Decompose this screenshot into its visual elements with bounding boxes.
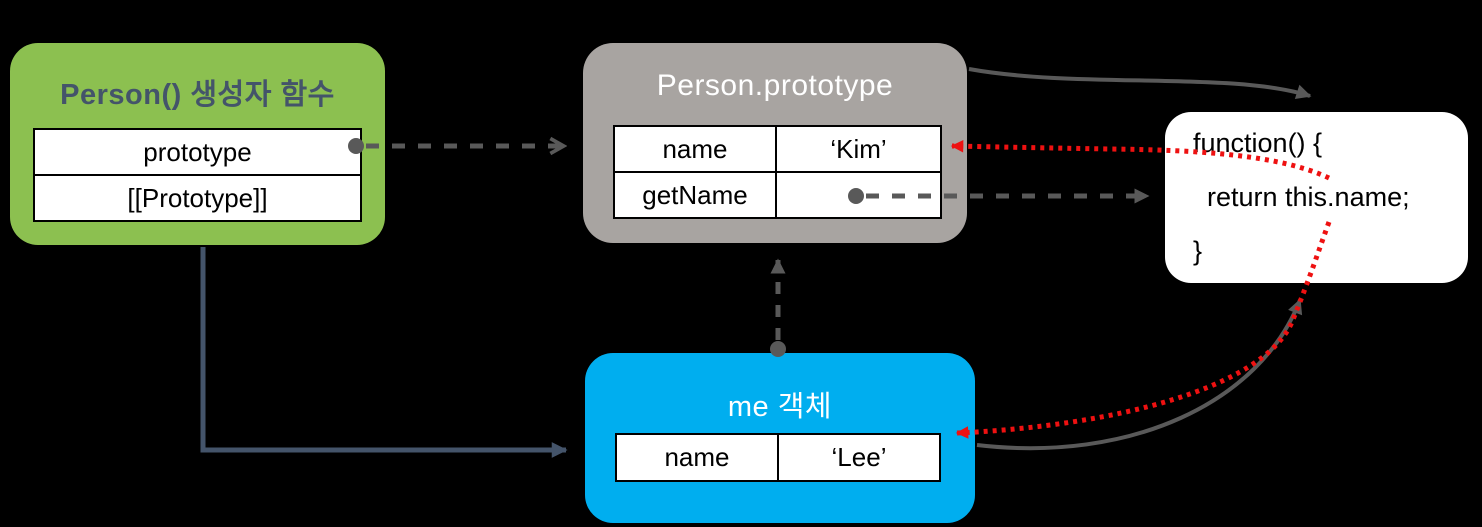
prototype-to-function-curve-arrow xyxy=(968,67,1312,100)
prototype-property-row: prototype xyxy=(35,130,360,174)
name-row: name ‘Kim’ xyxy=(615,127,940,171)
name-value-cell: ‘Kim’ xyxy=(830,134,887,164)
constructor-box-title: Person() 생성자 함수 xyxy=(60,79,335,111)
constructor-box: Person() 생성자 함수 prototype [[Prototype]] xyxy=(10,43,385,245)
function-body-box: function() { return this.name; } xyxy=(1165,112,1468,283)
me-name-key-cell: name xyxy=(617,435,779,480)
getname-row: getName xyxy=(615,171,940,217)
getname-key-cell: getName xyxy=(615,173,777,217)
code-line-function-open: function() { xyxy=(1193,128,1323,158)
constructor-table: prototype [[Prototype]] xyxy=(33,128,362,222)
code-line-return-this-name: return this.name; xyxy=(1207,182,1410,212)
me-object-box: me 객체 name ‘Lee’ xyxy=(585,353,975,523)
constructor-to-me-solid-arrow xyxy=(200,247,568,458)
me-name-row: name ‘Lee’ xyxy=(617,435,939,480)
code-line-close-brace: } xyxy=(1193,236,1203,266)
prototype-box: Person.prototype name ‘Kim’ getName xyxy=(583,43,967,243)
getname-value-cell xyxy=(777,173,940,217)
prototype-table: name ‘Kim’ getName xyxy=(613,125,942,219)
internal-prototype-row: [[Prototype]] xyxy=(35,174,360,220)
me-table: name ‘Lee’ xyxy=(615,433,941,482)
me-name-value-cell: ‘Lee’ xyxy=(831,442,887,472)
name-key-cell: name xyxy=(615,127,777,171)
prototype-box-title: Person.prototype xyxy=(656,69,894,102)
me-to-function-curve-arrow xyxy=(976,298,1303,451)
me-box-title: me 객체 xyxy=(727,391,833,423)
